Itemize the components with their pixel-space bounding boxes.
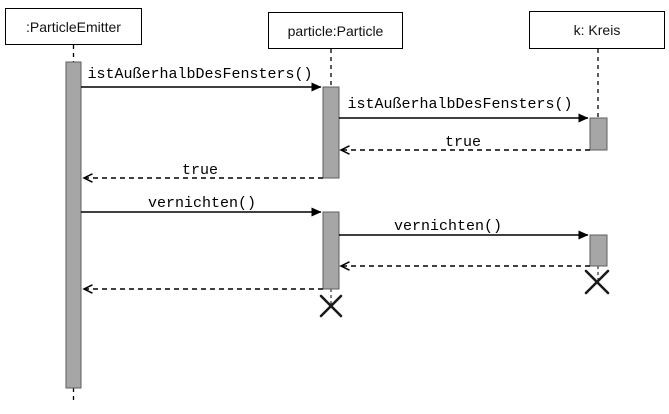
lifeline-head-particle: particle:Particle — [268, 12, 403, 49]
message-label-1: istAußerhalbDesFensters() — [87, 66, 313, 83]
message-label-2: istAußerhalbDesFensters() — [347, 96, 573, 113]
activation-bar-kreis-1 — [589, 117, 608, 151]
message-label-6: vernichten() — [393, 218, 503, 235]
activation-bar-emitter — [65, 61, 82, 389]
message-label-5: vernichten() — [147, 195, 257, 212]
message-label-4: true — [181, 162, 218, 179]
activation-bar-particle-2 — [322, 211, 340, 290]
lifeline-head-kreis: k: Kreis — [529, 11, 665, 49]
activation-bar-kreis-2 — [589, 234, 608, 267]
lifeline-label-emitter: :ParticleEmitter — [26, 18, 121, 35]
destruction-x-icon-particle — [319, 294, 343, 318]
lifeline-label-kreis: k: Kreis — [573, 22, 621, 38]
activation-bar-particle-1 — [322, 86, 340, 179]
message-label-3: true — [444, 134, 481, 151]
lifeline-label-particle: particle:Particle — [287, 22, 384, 39]
destruction-x-icon-kreis — [584, 269, 610, 295]
lifeline-head-emitter: :ParticleEmitter — [5, 8, 142, 45]
